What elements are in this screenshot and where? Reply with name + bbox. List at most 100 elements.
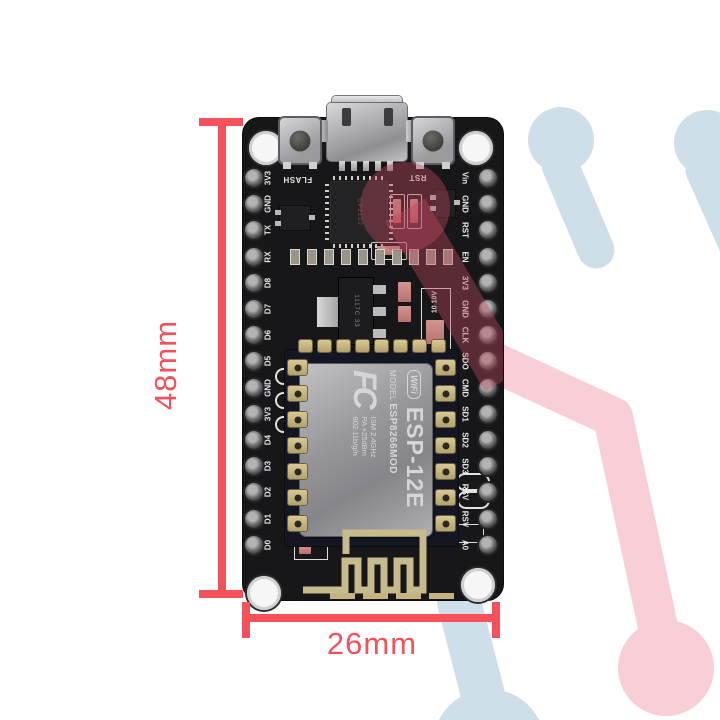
blue-dot-icon: [438, 689, 540, 720]
left-pin-hole-TX: [245, 221, 263, 240]
left-pin-label: D5: [263, 356, 273, 367]
left-pin-hole-D2: [245, 483, 263, 502]
mounting-hole: [459, 131, 493, 165]
right-pin-hole-RST: [479, 221, 497, 240]
usb-shield-body: [327, 103, 407, 161]
smd-resistor: [410, 199, 418, 223]
smd-capacitor: [398, 282, 411, 302]
module-top-pad: [375, 340, 388, 352]
usb-leg: [363, 161, 369, 171]
solder-pad: [308, 250, 316, 264]
module-castellation: [436, 490, 455, 505]
left-pin-label: D6: [263, 330, 273, 341]
module-castellation: [436, 464, 455, 479]
smd-capacitor: [398, 306, 411, 322]
edge-pad: [396, 593, 421, 599]
module-castellation: [436, 438, 455, 453]
chip-pins: [333, 176, 385, 180]
right-pin-hole-GND: [479, 300, 497, 318]
transistor: [275, 206, 315, 230]
left-pin-hole-GND: [245, 378, 263, 397]
rst-button: [413, 118, 453, 169]
chip-pins: [333, 244, 385, 248]
right-pin-hole-SD3: [479, 457, 497, 476]
edge-pad: [429, 593, 454, 599]
regulator-lead: [373, 329, 386, 338]
mounting-hole: [247, 576, 281, 610]
left-pin-hole-D8: [245, 273, 263, 292]
left-pin-label: D8: [263, 277, 273, 288]
right-pin-hole-CLK: [479, 326, 497, 345]
solder-pad: [359, 250, 367, 264]
right-pin-label: RST: [460, 222, 470, 239]
pink-trace-dot: [618, 620, 714, 716]
left-pin-label: D1: [263, 513, 273, 524]
blue-stem: [541, 146, 615, 269]
rst-button-cap: [422, 130, 444, 151]
module-castellation: [436, 516, 455, 531]
right-pin-hole-3V3: [479, 273, 497, 292]
left-pin-hole-D7: [245, 300, 263, 318]
right-pin-label: GND: [460, 195, 470, 214]
flash-button-cap: [289, 130, 311, 151]
left-pin-label: 3V3: [263, 406, 273, 421]
left-pin-hole-D5: [245, 352, 263, 371]
esp12e-shield: [300, 364, 432, 536]
antenna-trace: [303, 529, 427, 594]
right-pin-hole-RSV: [479, 483, 497, 502]
right-pin-label: SD3: [460, 458, 470, 474]
mounting-hole: [249, 131, 283, 165]
left-pin-label: GND: [263, 195, 273, 214]
usb-vent-slot: [384, 108, 393, 126]
right-pin-label: Vin: [460, 171, 470, 185]
chip-pins: [389, 184, 393, 240]
regulator-tab: [317, 297, 339, 327]
button-leg: [309, 162, 317, 169]
resistor-outline: [407, 194, 422, 229]
smd-resistor: [377, 246, 400, 255]
right-pin-label: SD1: [460, 406, 470, 422]
edge-pad: [363, 593, 388, 599]
left-pin-hole-3V3: [245, 169, 263, 187]
module-castellation: [288, 516, 307, 531]
right-pin-label: CMD: [460, 378, 470, 397]
module-castellation: [288, 490, 307, 505]
solder-pad: [325, 250, 333, 264]
smd-resistor: [393, 199, 401, 223]
button-leg: [283, 162, 291, 169]
left-pin-label: 3V3: [263, 170, 273, 186]
right-pin-hole-Vin: [479, 169, 497, 187]
left-pin-hole-GND: [245, 195, 263, 214]
right-pin-hole-SDO: [479, 352, 497, 371]
right-pin-label: A0: [460, 539, 470, 550]
nodemcu-board: FLASH RST CP2102 1117C 33 10 10V: [243, 96, 503, 610]
left-pin-label: RX: [263, 251, 273, 263]
module-castellation: [436, 360, 455, 375]
usb-leg: [387, 161, 393, 171]
module-castellation: [436, 412, 455, 427]
right-pin-label: RSV: [460, 510, 470, 527]
module-castellation: [288, 412, 307, 427]
module-top-pad: [337, 340, 350, 352]
flash-button: [280, 118, 320, 169]
resistor-outline: [390, 194, 405, 229]
solder-pad: [427, 250, 435, 264]
usb-leg: [375, 161, 381, 171]
voltage-regulator: [339, 278, 373, 344]
pcb-antenna: [303, 529, 427, 594]
width-dimension-cap-right: [492, 602, 500, 638]
left-pin-label: D3: [263, 461, 273, 472]
width-dimension-label: 26mm: [326, 626, 418, 661]
right-pin-label: RSV: [460, 484, 470, 501]
usb-side-lug: [406, 120, 415, 142]
blue-stem: [685, 151, 720, 252]
edge-pad: [330, 593, 355, 599]
solder-pad: [342, 250, 350, 264]
left-pin-hole-D3: [245, 457, 263, 476]
usb-side-lug: [319, 120, 328, 142]
left-pin-label: D7: [263, 303, 273, 315]
width-dimension-cap-left: [242, 602, 250, 638]
right-pin-label: SD2: [460, 432, 470, 448]
solder-pad: [291, 250, 299, 264]
height-dimension-line: [218, 121, 226, 596]
